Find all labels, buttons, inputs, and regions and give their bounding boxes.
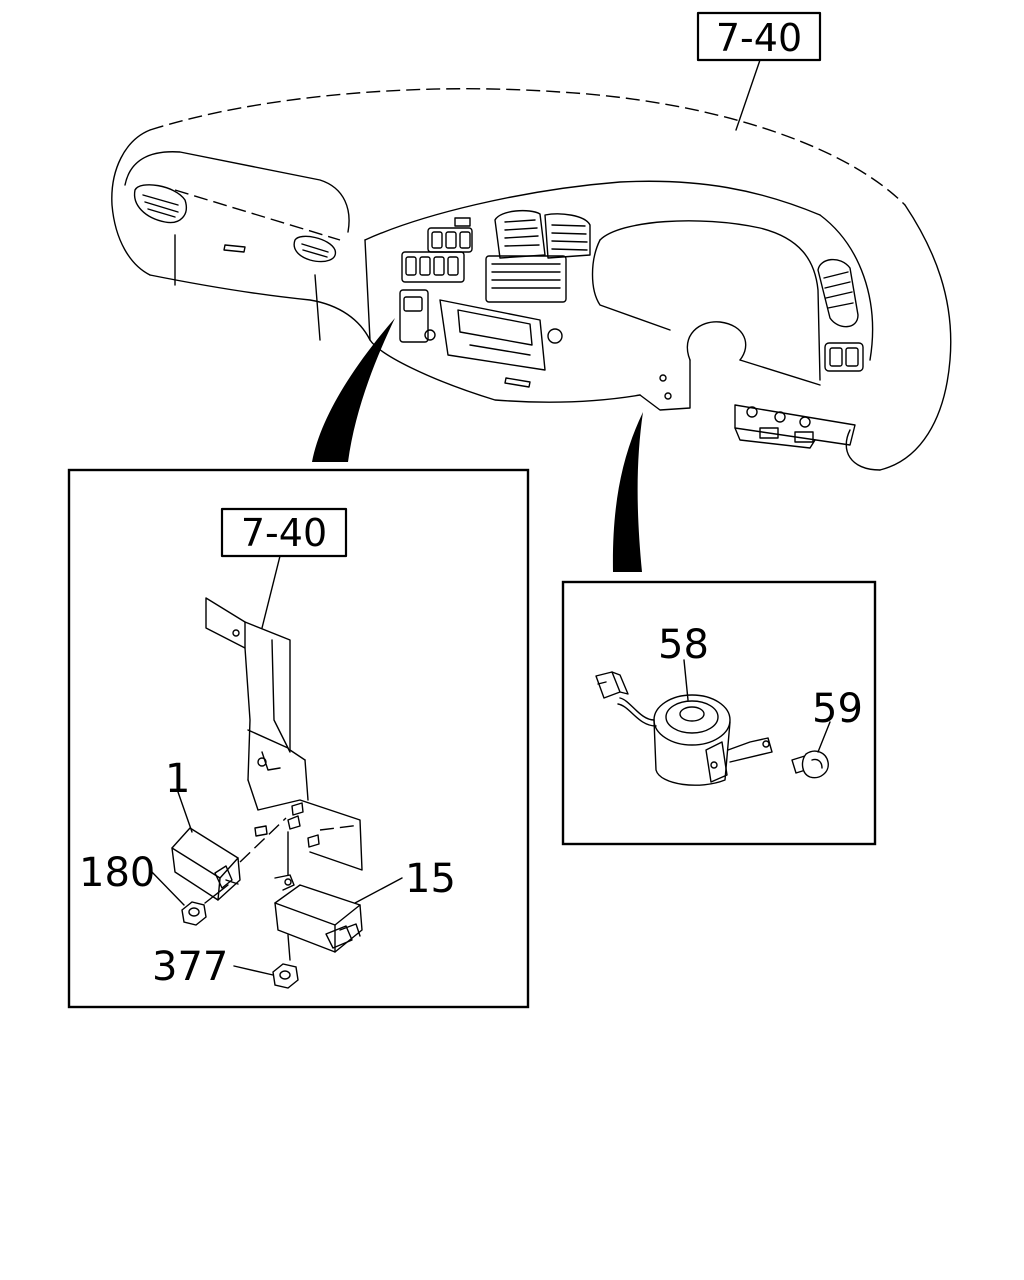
leader-part-1 bbox=[177, 791, 193, 833]
dashboard-illustration bbox=[111, 88, 952, 471]
control-unit-part-15 bbox=[274, 874, 363, 961]
leader-part-58 bbox=[683, 659, 689, 701]
mounting-bracket bbox=[205, 597, 363, 871]
callout-part-377: 377 bbox=[152, 944, 228, 990]
reference-label-top: 7-40 bbox=[716, 16, 802, 60]
nut-part-377 bbox=[272, 963, 299, 989]
leader-nut-180-to-module bbox=[204, 884, 229, 904]
bolt-part-59 bbox=[791, 750, 829, 779]
callout-part-15: 15 bbox=[405, 856, 456, 902]
callout-part-58: 58 bbox=[658, 622, 709, 668]
callout-part-59: 59 bbox=[812, 686, 863, 732]
leader-nut-180 bbox=[149, 869, 185, 906]
pointer-left-inset bbox=[312, 318, 395, 462]
leader-part-15 bbox=[354, 877, 403, 904]
inset-frame-left bbox=[67, 468, 530, 1009]
pointer-right-inset bbox=[612, 412, 643, 572]
callout-part-1: 1 bbox=[165, 756, 190, 802]
leader-part1-to-bracket bbox=[239, 817, 287, 863]
reference-box-top: 7-40 bbox=[696, 11, 822, 62]
inset-frame-right bbox=[561, 580, 877, 846]
leader-top-reference bbox=[735, 59, 761, 131]
leader-nut-377 bbox=[233, 965, 274, 976]
reference-box-inset: 7-40 bbox=[220, 507, 348, 558]
nut-part-180 bbox=[181, 901, 207, 926]
leader-inset-reference bbox=[261, 555, 281, 629]
reference-label-inset: 7-40 bbox=[241, 511, 327, 555]
leader-part-59 bbox=[817, 721, 831, 753]
relay-module-part-1 bbox=[171, 827, 241, 901]
horn-part-58 bbox=[595, 671, 773, 786]
callout-part-180: 180 bbox=[79, 850, 155, 896]
